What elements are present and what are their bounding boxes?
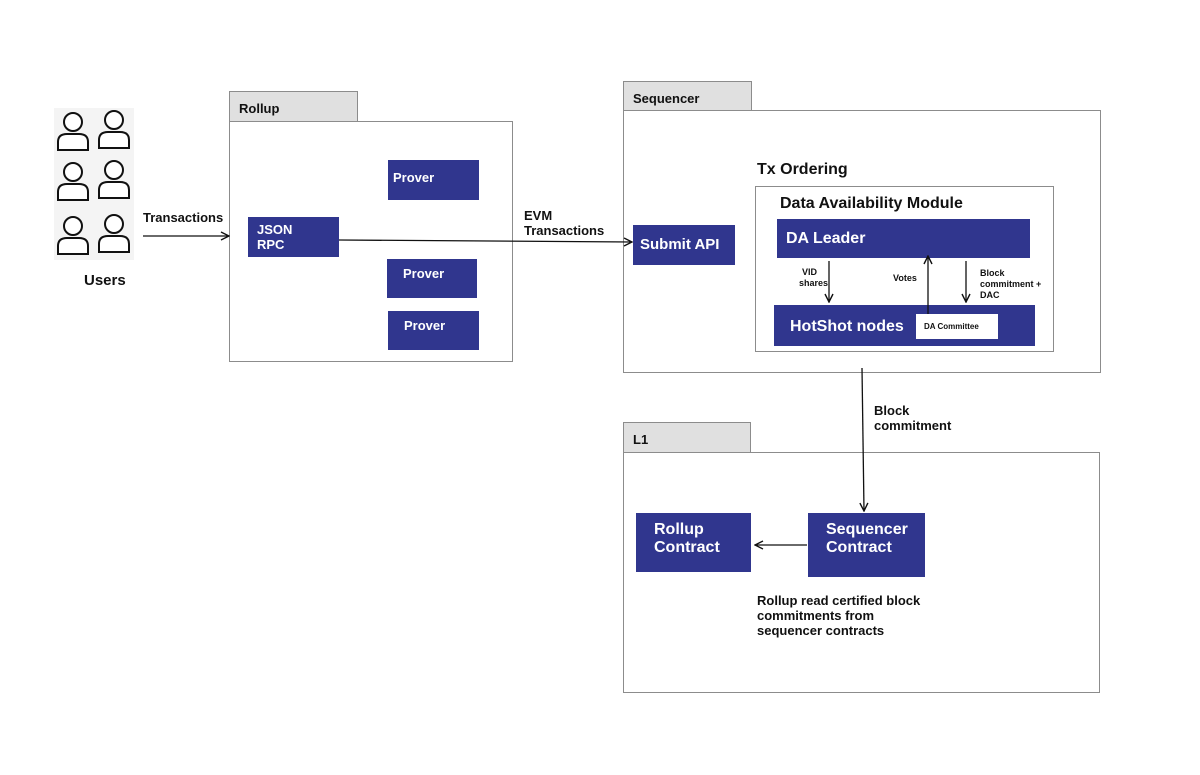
rollup-tab: Rollup: [229, 91, 358, 123]
votes-label: Votes: [893, 273, 917, 283]
user-icon: [57, 162, 89, 201]
vid-shares-label: VID shares: [791, 267, 828, 289]
evm-line-2: Transactions: [524, 223, 605, 238]
evm-transactions-label: EVM Transactions: [524, 208, 604, 238]
prover-block: Prover: [387, 259, 477, 298]
evm-line-1: EVM: [524, 208, 553, 223]
l1-note: Rollup read certified block commitments …: [757, 593, 920, 638]
user-icon: [57, 216, 89, 255]
sequencer-contract-block: Sequencer Contract: [808, 513, 925, 577]
da-leader-block: DA Leader: [777, 219, 1030, 258]
json-rpc-block: JSON RPC: [248, 217, 339, 257]
vid-line-2: shares: [799, 278, 829, 288]
submit-api-block: Submit API: [633, 225, 735, 265]
json-rpc-line-2: RPC: [257, 237, 285, 252]
l1-note-line-1: Rollup read certified block: [757, 593, 921, 608]
sequencer-contract-line-2: Contract: [826, 539, 892, 556]
l1-note-line-2: commitments from: [757, 608, 875, 623]
user-icon: [57, 112, 89, 151]
l1-tab: L1: [623, 422, 751, 454]
prover-block: Prover: [388, 160, 479, 200]
da-committee-box: DA Committee: [916, 314, 998, 339]
da-module-label: Data Availability Module: [780, 195, 963, 212]
block-commitment-dac-label: Block commitment + DAC: [980, 268, 1041, 301]
users-label: Users: [84, 272, 126, 289]
rollup-contract-line-1: Rollup: [654, 521, 704, 538]
rollup-contract-block: Rollup Contract: [636, 513, 751, 572]
sequencer-contract-line-1: Sequencer: [826, 521, 908, 538]
block-commitment-arrow: [862, 367, 864, 511]
bc-line-2: commitment: [874, 418, 952, 433]
l1-note-line-3: sequencer contracts: [757, 623, 885, 638]
bcd-line-1: Block: [980, 268, 1005, 278]
bcd-line-3: DAC: [980, 290, 1000, 300]
prover-block: Prover: [388, 311, 479, 350]
transactions-label: Transactions: [143, 210, 224, 225]
bcd-line-2: commitment +: [980, 279, 1042, 289]
json-rpc-line-1: JSON: [257, 222, 293, 237]
user-icon: [98, 110, 130, 149]
user-icon: [98, 214, 130, 253]
vid-line-1: VID: [802, 267, 818, 277]
tx-ordering-label: Tx Ordering: [757, 161, 848, 178]
rollup-contract-line-2: Contract: [654, 539, 720, 556]
sequencer-tab: Sequencer: [623, 81, 752, 113]
bc-line-1: Block: [874, 403, 910, 418]
block-commitment-label: Block commitment: [874, 403, 951, 433]
rpc-to-submit-api-arrow: [338, 240, 632, 242]
hotshot-label: HotShot nodes: [790, 318, 904, 335]
user-icon: [98, 160, 130, 199]
